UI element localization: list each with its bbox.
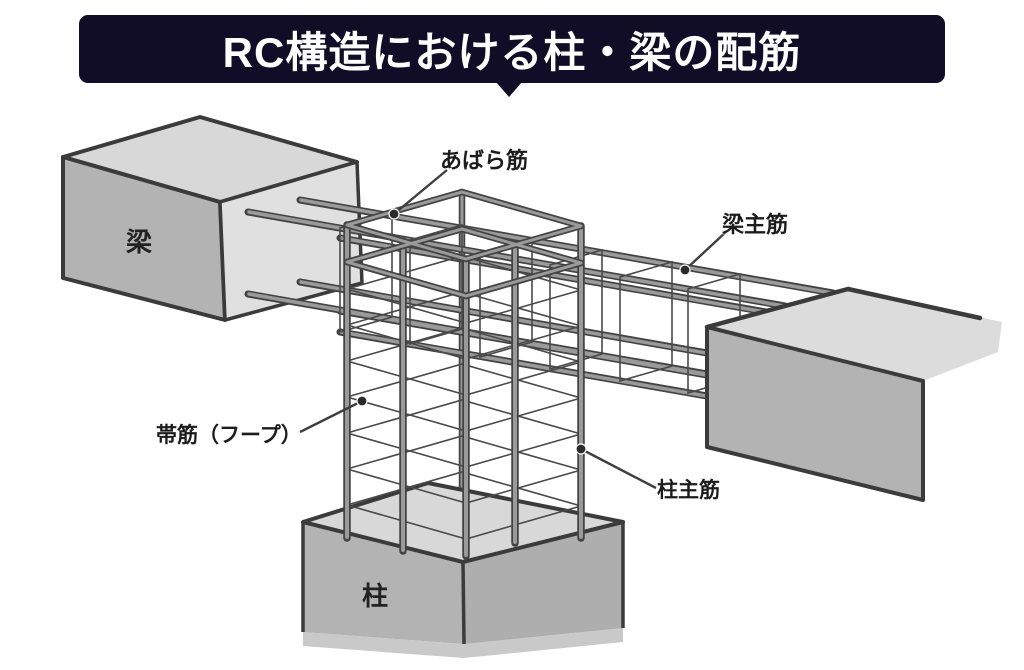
column-top-hoops (343, 188, 585, 300)
column-fade-left (303, 632, 464, 658)
column-fade-right (464, 628, 623, 658)
beam-left-block (61, 115, 364, 322)
title-text: RC構造における柱・梁の配筋 (222, 28, 802, 76)
callout-column-main-bar: 柱主筋 (657, 479, 720, 502)
beam-block-label: 梁 (126, 227, 153, 257)
beam-right-side-face (705, 325, 925, 502)
callout-leaders (299, 169, 728, 490)
dot-beam-main-bar (679, 264, 691, 276)
dot-stirrup (388, 208, 400, 220)
dot-column-main-bar (575, 443, 587, 455)
beam-right-block (704, 286, 1002, 502)
leader-column-main-bar (580, 447, 657, 490)
column-main-bars (343, 221, 585, 560)
callout-dots (356, 208, 691, 455)
dot-hoop (356, 395, 368, 407)
title-pointer-icon (496, 82, 522, 97)
title-banner: RC構造における柱・梁の配筋 (79, 15, 945, 83)
leader-stirrup (393, 169, 448, 215)
callout-hoop: 帯筋（フープ） (156, 424, 302, 447)
column-block-label: 柱 (362, 581, 389, 611)
leader-beam-main-bar (684, 230, 728, 271)
beam-right-top-face (707, 289, 1002, 381)
callout-beam-main-bar: 梁主筋 (722, 212, 789, 237)
leader-hoop (299, 399, 363, 434)
callout-stirrup: あばら筋 (440, 148, 529, 173)
